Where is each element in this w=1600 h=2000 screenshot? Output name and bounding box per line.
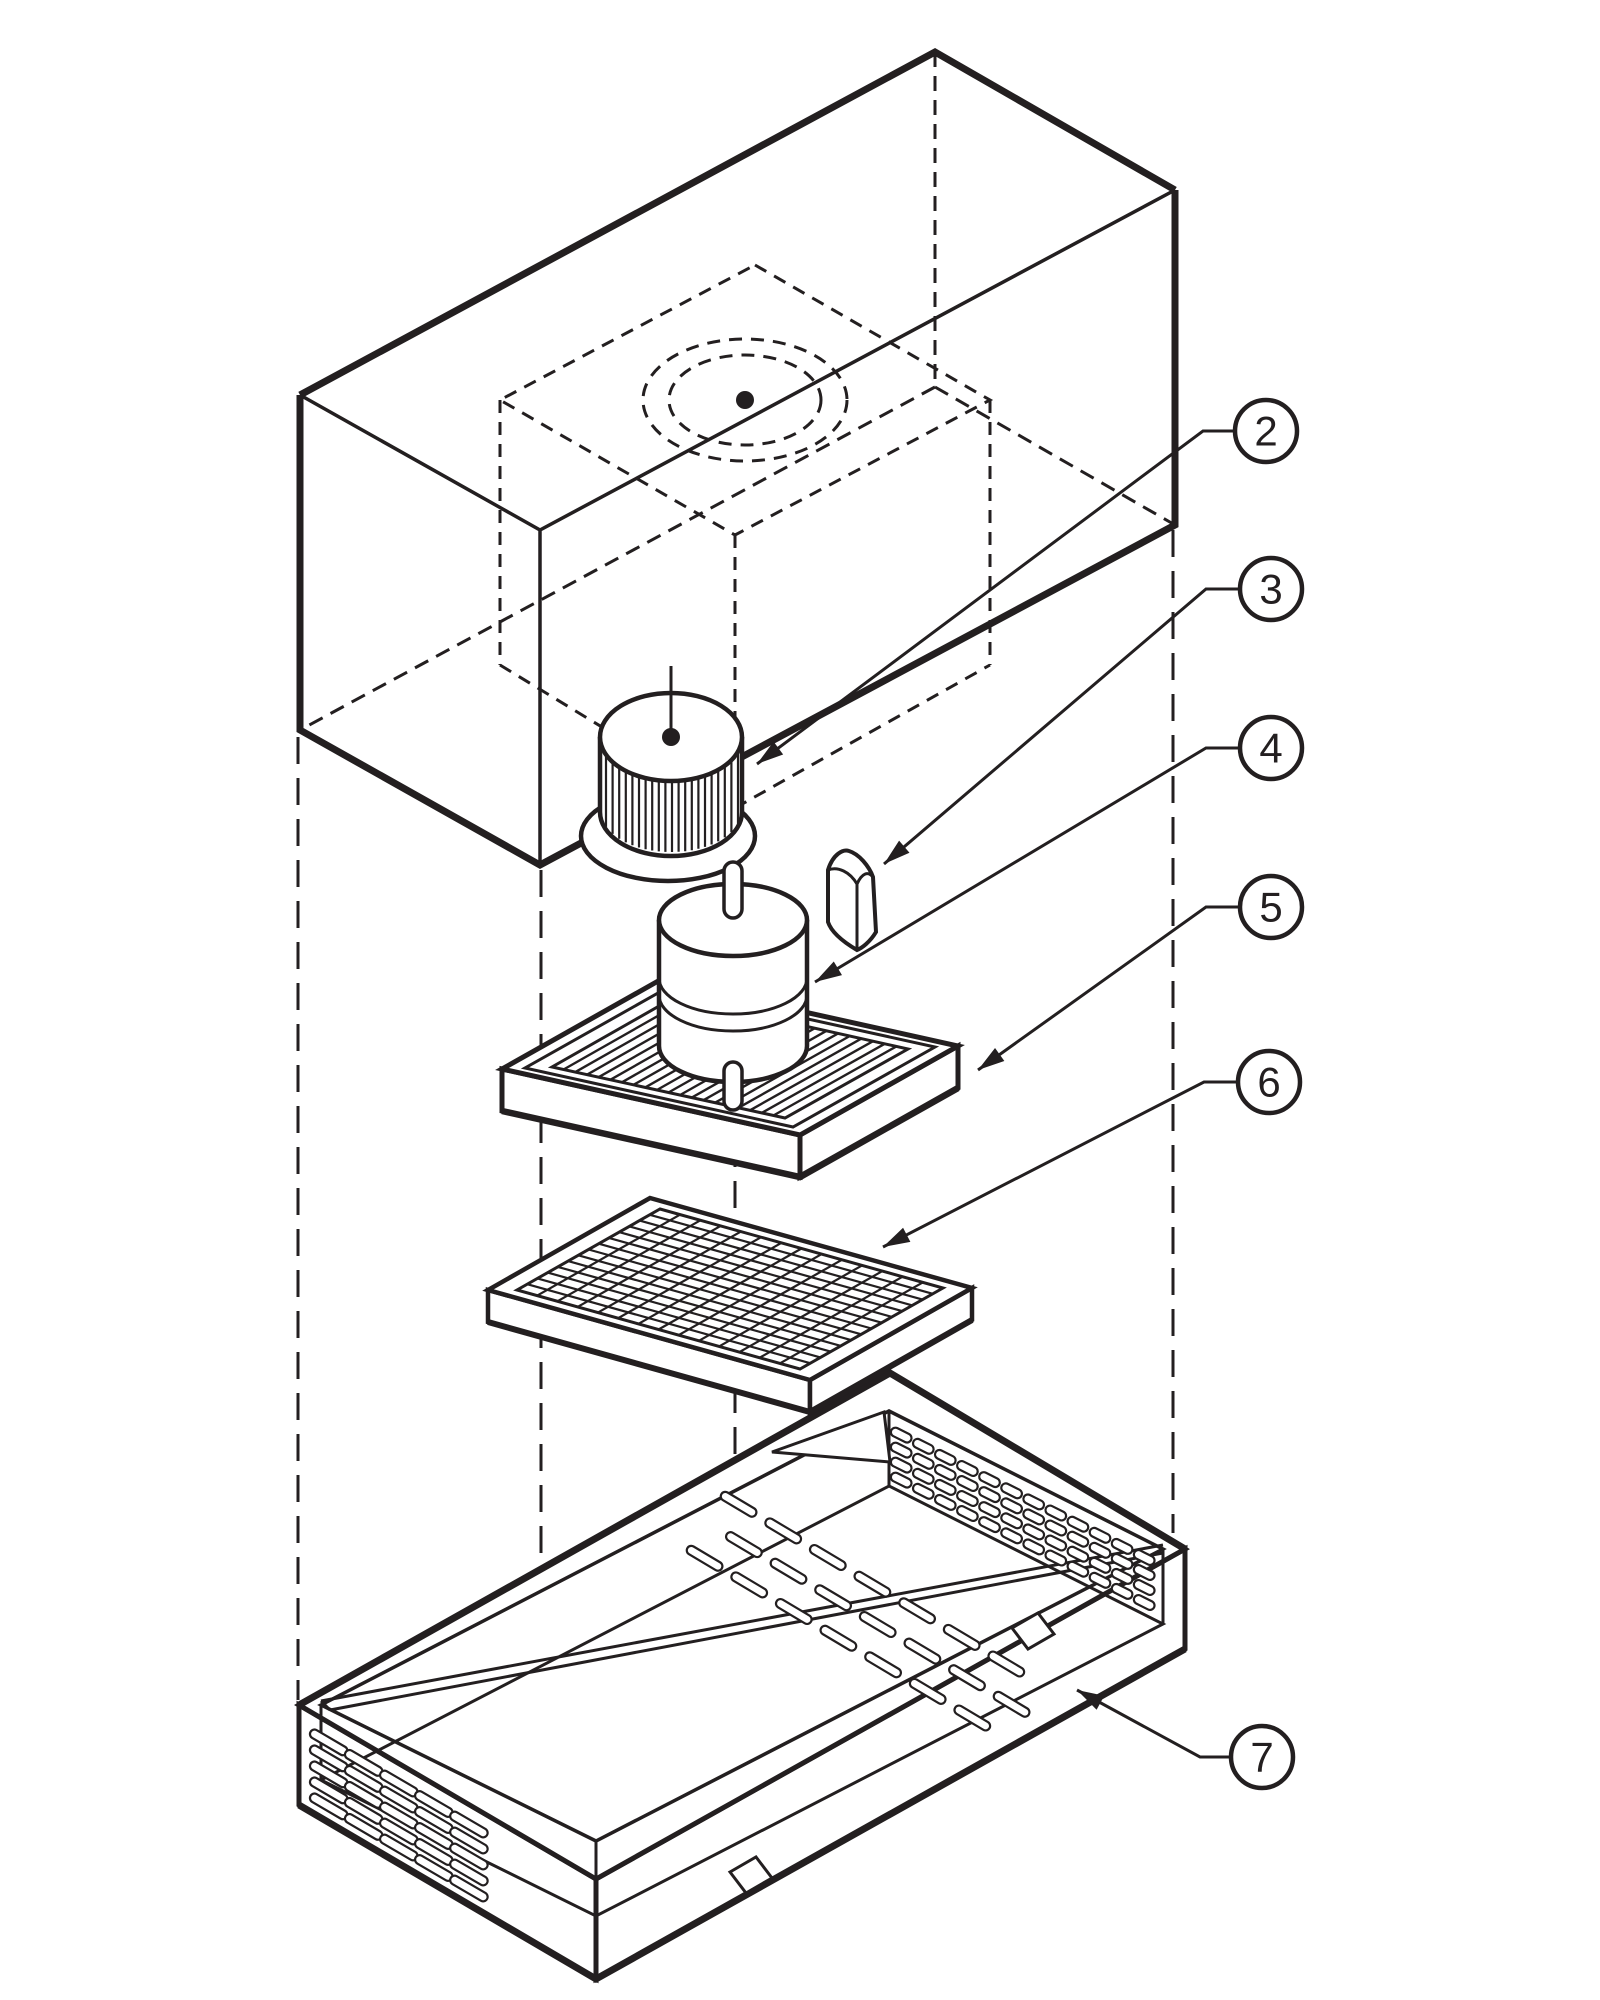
- wedge-outline: [826, 848, 879, 953]
- motor-bands: [657, 977, 809, 1033]
- callout-3-circle: [1237, 555, 1305, 623]
- callout-6: 6: [1235, 1048, 1303, 1116]
- callout-7: 7: [1228, 1723, 1296, 1791]
- housing-top-edges: [298, 47, 1177, 399]
- callout-4-number: 4: [1259, 725, 1282, 772]
- callout-badges: 2 3 4 5 6 7: [1228, 397, 1305, 1791]
- pan-corner-edges: [296, 1549, 1188, 1979]
- pan-outer-face-vents: [308, 1728, 489, 1903]
- callout-2: 2: [1232, 397, 1300, 465]
- hood-housing: [296, 47, 1179, 869]
- leader-line-5: [977, 905, 1240, 1072]
- tray-inner-rim-2: [547, 995, 913, 1120]
- blower-opening-inner-ring: [667, 353, 823, 447]
- callout-2-circle: [1232, 397, 1300, 465]
- bottom-pan: [293, 1368, 1190, 1984]
- mesh-inner-frame: [513, 1207, 947, 1371]
- mesh-grid: [526, 1213, 934, 1365]
- projection-lines: [296, 530, 1175, 1700]
- leader-line-3: [883, 587, 1240, 866]
- alignment-dashed-lines: [296, 530, 1175, 1700]
- blower-axis-dot: [736, 391, 754, 409]
- blower-motor-shaft: [722, 860, 744, 920]
- wedge-detail: [827, 867, 875, 949]
- pan-divider-rail: [319, 1543, 1164, 1712]
- callout-4: 4: [1237, 714, 1305, 782]
- motor-lower-shaft: [722, 1060, 744, 1112]
- compartment-hidden-box: [496, 263, 994, 810]
- blower-opening-outer-ring: [641, 337, 849, 463]
- blower-wheel: [578, 666, 758, 920]
- leader-line-6: [882, 1080, 1238, 1249]
- tray-inner-rim-1: [520, 986, 940, 1129]
- leader-line-2: [756, 429, 1235, 766]
- leader-line-7: [1076, 1688, 1231, 1759]
- callout-5: 5: [1237, 873, 1305, 941]
- housing-hidden-edges: [299, 52, 1176, 732]
- housing-front-edges: [299, 188, 1176, 865]
- leader-lines: [756, 429, 1240, 1759]
- tray-bottom-edges: [501, 1085, 960, 1181]
- callout-4-circle: [1237, 714, 1305, 782]
- pan-floor-vents: [685, 1490, 1031, 1732]
- blower-ribs: [604, 752, 740, 852]
- callout-2-number: 2: [1254, 408, 1277, 455]
- callout-6-circle: [1235, 1048, 1303, 1116]
- hidden-blower-compartment: [496, 263, 994, 810]
- callout-5-circle: [1237, 873, 1305, 941]
- pan-back-rim-thick: [297, 1368, 1187, 1709]
- callout-6-number: 6: [1257, 1059, 1280, 1106]
- callout-3-number: 3: [1259, 566, 1282, 613]
- callout-5-number: 5: [1259, 884, 1282, 931]
- leader-line-4: [814, 746, 1240, 984]
- pan-tab-1: [1009, 1611, 1057, 1651]
- mounting-wedge: [826, 848, 879, 953]
- mesh-filter: [482, 1195, 978, 1416]
- callout-3: 3: [1237, 555, 1305, 623]
- pan-inner-wall-vents: [889, 1426, 1156, 1612]
- callout-7-circle: [1228, 1723, 1296, 1791]
- blower-hub-dot: [662, 728, 680, 746]
- pan-tab-2: [727, 1855, 775, 1895]
- pan-corner-gusset: [771, 1409, 892, 1464]
- mesh-bottom-edges: [487, 1317, 974, 1416]
- fan-motor: [656, 881, 810, 1112]
- callout-7-number: 7: [1250, 1734, 1273, 1781]
